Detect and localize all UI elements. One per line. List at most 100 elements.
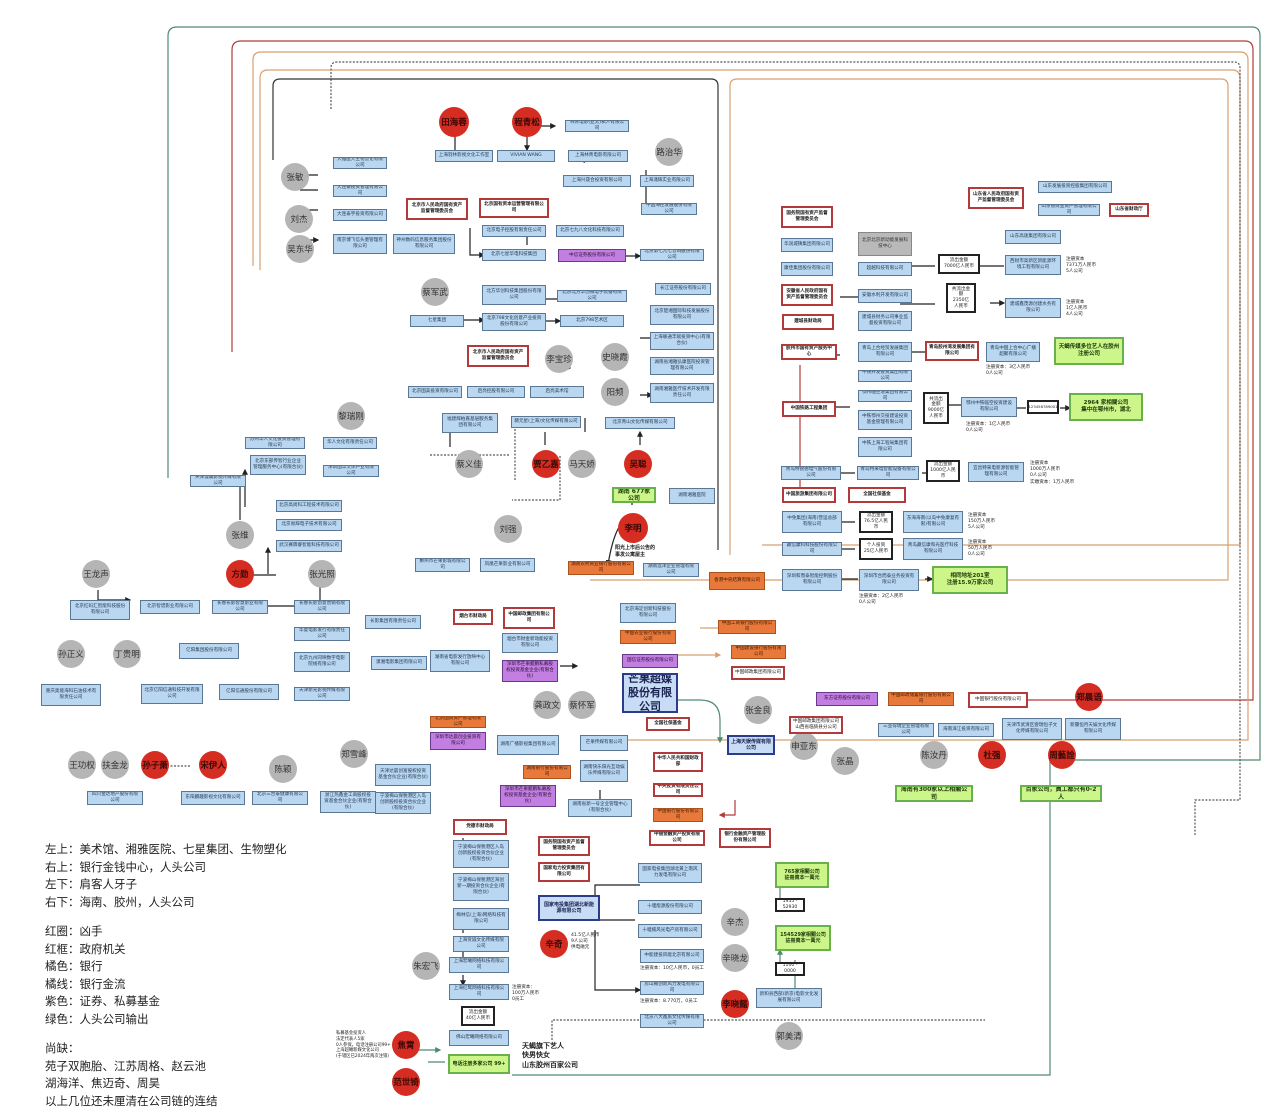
output-node[interactable]: 百家公司，員工都只有0-2人	[1020, 785, 1102, 802]
person-circle[interactable]: 蔡怀军	[568, 691, 596, 719]
government-node[interactable]: 国务院国有资产监督管理委员会	[781, 206, 833, 228]
bank-node[interactable]: 中国邮政储蓄银行股份有限公司	[888, 692, 954, 706]
company-node[interactable]: 北京智谱影业有限公司	[140, 600, 200, 614]
government-node[interactable]: 中国邮政集团有限公司	[731, 666, 785, 680]
company-node[interactable]: 郴州市芒果影城有限公司	[415, 558, 470, 572]
company-node[interactable]: 房山縣创新风力发电有限公司	[640, 981, 704, 995]
company-node[interactable]: 北京798文化创意产业投资股份有限公司	[482, 313, 546, 331]
fund-node[interactable]: 国信证券股份有限公司	[622, 654, 678, 668]
person-suspect-circle[interactable]: 焦霄	[392, 1031, 420, 1059]
company-node[interactable]: 北京红码汇智能科技股份有限公司	[70, 600, 130, 620]
output-node[interactable]: 天蝎传媒多位艺人在胶州 注册公司	[1054, 337, 1124, 365]
person-circle[interactable]: 张维	[226, 521, 254, 549]
person-suspect-circle[interactable]: 贾乙嘉	[532, 450, 560, 478]
company-node[interactable]: 中铁上海工程局集团有限公司	[858, 437, 912, 457]
hub-company-mango-excellent-media[interactable]: 芒果超媒 股份有限公司	[622, 673, 678, 713]
person-circle[interactable]: 李宝珍	[545, 345, 573, 373]
company-node[interactable]: 新疆恒月天娱文化传媒有限公司	[1065, 718, 1121, 740]
company-node[interactable]: 武汉赛霖睿智能科技有限公司	[276, 540, 342, 552]
company-node[interactable]: 长江证券股份有限公司	[655, 283, 711, 295]
company-node[interactable]: 湖南远洋企业管理有限公司	[643, 563, 699, 577]
company-node[interactable]: 北京东部传智行业企业管理服务中心(有限合伙)	[250, 455, 306, 475]
company-node[interactable]: 湖南湘雅医疗技术开发有限责任公司	[650, 383, 714, 403]
fund-node[interactable]: 深圳市达晨创业投资有限公司	[430, 732, 486, 750]
company-node[interactable]: 北京七九八文化科技有限公司	[556, 225, 624, 237]
person-suspect-circle[interactable]: 郑晨语	[1075, 683, 1103, 711]
company-node[interactable]: 湖南省新一号企业管理中心(有限合伙)	[568, 799, 632, 817]
person-suspect-circle[interactable]: 杜强	[978, 741, 1006, 769]
organization-node[interactable]: 北京北京新动能发展科技中心	[858, 232, 912, 256]
person-circle[interactable]: 陈汝丹	[920, 741, 948, 769]
person-circle[interactable]: 朱宏飞	[412, 952, 440, 980]
government-node[interactable]: 青岛胶州湾发展集团有限公司	[925, 341, 979, 361]
fund-node[interactable]: 深圳市芒果鲲鹏私募股权投资基金企业(有限合伙)	[502, 660, 558, 682]
company-node[interactable]: 藏信康科科技股份有限公司	[782, 542, 842, 556]
person-suspect-circle[interactable]: 方勋	[226, 560, 254, 588]
company-node[interactable]: 宁波梅山保税港区海创新一期投资合伙企业(有限合伙)	[453, 873, 509, 901]
government-node[interactable]: 北京市人民政府国有资产监督管理委员会	[467, 345, 529, 367]
company-node[interactable]: 安徽水利开发有限公司	[858, 289, 912, 303]
government-node[interactable]: 胶州市国有资产服务中心	[781, 344, 837, 360]
company-node[interactable]: 三亚得瑞企业管理有限公司	[878, 723, 934, 737]
company-node[interactable]: 海南泽江投资有限公司	[938, 723, 994, 737]
company-node[interactable]: 芒果传媒有限公司	[580, 735, 628, 751]
company-node[interactable]: 青岛藏信康和光医疗科技有限公司	[903, 538, 963, 560]
government-node[interactable]: 中国邮政集团有限公司山西省临猗县分公司	[789, 716, 843, 734]
company-node[interactable]: 北京北方华创微电子装备有限公司	[557, 290, 627, 302]
person-circle[interactable]: 张晶	[831, 747, 859, 775]
company-node[interactable]: 建城县财务公司事业监督投资有限公司	[858, 311, 912, 331]
company-node[interactable]: 中免集团(海南)营运总部有限公司	[782, 511, 842, 533]
person-circle[interactable]: 张敏	[281, 163, 309, 191]
person-suspect-circle[interactable]: 田海蓉	[439, 107, 469, 137]
company-node[interactable]: 上海羽林影视文化工作室	[435, 150, 493, 162]
company-node[interactable]: 北京三合泰健康有限公司	[252, 791, 308, 805]
government-node[interactable]: 北京国有资本运营管理有限公司	[479, 198, 549, 218]
company-node[interactable]: 青岛特锐德电气股份有限公司	[781, 466, 841, 480]
output-node[interactable]: 海南有300家以上相關公司	[895, 785, 973, 802]
company-node[interactable]: 青岛特来电智能设备有限公司	[857, 466, 919, 480]
government-node[interactable]: 建城县财政局	[782, 314, 834, 330]
company-node[interactable]: 宁波梅山保税港区入岛创新股权投资合伙企业(有限合伙)	[375, 792, 431, 814]
person-circle[interactable]: 王功权	[68, 751, 96, 779]
company-node[interactable]: 华夏电影发行有限责任公司	[294, 627, 350, 641]
company-node[interactable]: 上海宏曦网络科技有限公司	[449, 957, 509, 973]
company-node[interactable]: 南京博飞信头墨管理有限公司	[333, 234, 387, 254]
hub-company-node[interactable]: 国家电投集团湖北新能源有限公司	[538, 895, 600, 921]
company-node[interactable]: 深圳市合而泰业务投资有限公司	[859, 569, 919, 591]
company-node[interactable]: 浙江热鑫金工商股权投资基金合伙企业(有限合伙)	[320, 791, 376, 813]
company-node[interactable]: 青岛上合经贸发展集团有限公司	[858, 342, 912, 362]
bank-node[interactable]: 中国工商银行股份有限公司	[718, 620, 776, 634]
company-node[interactable]: 大连泰投资管理有限公司	[333, 185, 387, 197]
company-node[interactable]: 北京第七九七音响股份有限公司	[640, 249, 704, 261]
fund-node[interactable]: 深圳市芒果鲲鹏私募股权投资基金企业(有限合伙)	[500, 785, 556, 807]
person-circle[interactable]: 扶金龙	[101, 751, 129, 779]
company-node[interactable]: 北京海淀创新科技股份有限公司	[620, 603, 676, 623]
person-circle[interactable]: 蔡义佳	[455, 450, 483, 478]
government-node[interactable]: 全国社保基金	[646, 717, 690, 731]
company-node[interactable]: 湖南湘雅医院	[669, 488, 715, 504]
person-circle[interactable]: 吴东华	[286, 235, 314, 263]
company-node[interactable]: 上海兴晟合投资有限公司	[563, 175, 631, 187]
person-circle[interactable]: 丁贵明	[113, 640, 141, 668]
company-node[interactable]: 佛山宏曦网络有限公司	[449, 1030, 509, 1046]
government-node[interactable]: 中国铁路工程集团	[782, 401, 836, 417]
bank-node[interactable]: 湖南农村商业银行股份有限公司	[568, 561, 634, 575]
output-node[interactable]: 2964 家相關公司 集中在鄂州市，湖北	[1069, 393, 1143, 421]
company-node[interactable]: 湖南省湘雅弘康医院投资管理有限公司	[650, 357, 714, 375]
company-node[interactable]: 宜昌特来电新源智能管理有限公司	[968, 462, 1024, 482]
company-node[interactable]: 林青电影(亚太)私人有限公司	[565, 120, 629, 132]
government-node[interactable]: 中国旅游集团有限公司	[782, 487, 836, 503]
company-node[interactable]: 北京国美投资有限公司	[408, 386, 462, 398]
company-node[interactable]: 山东省财金资产管理有限公司	[1038, 204, 1100, 216]
company-node[interactable]: 神州数码信息服务集团股份有限公司	[393, 234, 455, 254]
company-node[interactable]: 七星集团	[410, 315, 464, 327]
company-node[interactable]: 北京易辞电子技术有限公司	[276, 519, 342, 531]
company-node[interactable]: 中能建投风能北京有限公司	[640, 949, 704, 963]
company-node[interactable]: 新和县西部(新京)电影文化发展有限公司	[756, 988, 822, 1008]
company-node[interactable]: 鄂州中铁临空投资建设有限公司	[961, 397, 1017, 417]
output-node[interactable]: 154529家相關公司 註冊資本一萬元	[775, 925, 831, 951]
company-node[interactable]: 大雅医大生物塑化有限公司	[333, 157, 387, 169]
company-node[interactable]: 天津新光影视传媒有限公司	[294, 687, 350, 701]
government-node[interactable]: 全国社保基金	[848, 487, 906, 503]
company-node[interactable]: 北京电子控股有限责任公司	[482, 225, 546, 237]
